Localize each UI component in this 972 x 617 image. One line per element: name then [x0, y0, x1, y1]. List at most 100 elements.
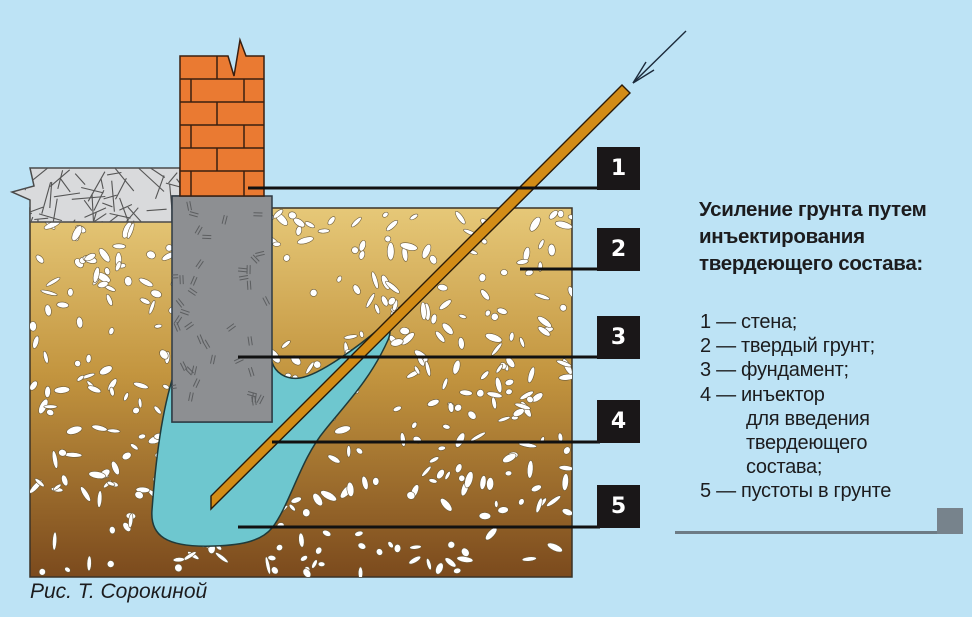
pebble — [435, 330, 446, 343]
pebble — [327, 454, 341, 464]
pebble — [495, 376, 503, 394]
pebble — [406, 491, 416, 500]
pebble — [558, 465, 572, 471]
foundation-hatch — [212, 355, 216, 365]
pebble — [42, 350, 49, 364]
pebble — [558, 373, 572, 381]
slab-hatch — [150, 168, 166, 178]
pebble — [30, 321, 37, 332]
pebble — [480, 370, 490, 380]
pebble — [271, 566, 279, 575]
pebble — [132, 407, 140, 414]
pebble — [537, 316, 552, 328]
pebble — [531, 484, 542, 493]
pebble — [386, 220, 398, 232]
pebble — [109, 386, 115, 397]
foundation-hatch — [251, 392, 254, 402]
foundation-hatch — [189, 287, 198, 294]
pebble — [276, 544, 283, 552]
legend-item-injector-cont: для введения — [746, 407, 870, 430]
pebble — [561, 473, 569, 491]
pebble — [547, 542, 563, 553]
pebble — [334, 425, 351, 435]
slab-hatch — [28, 206, 44, 213]
pebble — [428, 478, 438, 484]
pebble — [346, 445, 352, 458]
pebble — [272, 241, 282, 247]
pebble — [547, 243, 556, 257]
foundation-hatch — [173, 315, 180, 324]
legend-item-wall: 1 — стена; — [700, 311, 798, 333]
pebble — [317, 228, 330, 234]
foundation-hatch — [195, 379, 201, 389]
pebble — [494, 500, 499, 508]
foundation-hatch — [256, 394, 262, 403]
pebble — [121, 451, 132, 461]
pebble — [538, 239, 545, 250]
pebble — [437, 445, 446, 451]
pebble — [505, 388, 513, 395]
solid-soil-layer — [29, 207, 573, 578]
pebble — [111, 460, 120, 476]
foundation-hatch — [192, 277, 198, 286]
pebble — [516, 259, 529, 265]
pebble — [86, 555, 92, 572]
pebble — [457, 337, 465, 350]
pebble — [343, 334, 358, 340]
pebble — [76, 316, 84, 329]
pebble — [108, 327, 115, 336]
pebble — [478, 512, 492, 520]
slab-hatch — [101, 214, 119, 222]
pebble — [490, 312, 499, 321]
foundation-hatch — [238, 275, 248, 278]
pebble — [354, 530, 364, 537]
foundation-hatch — [204, 339, 211, 348]
pebble — [411, 421, 418, 429]
foundation-hatch — [188, 214, 198, 218]
foundation-hatch — [195, 259, 202, 268]
pebble — [154, 323, 163, 329]
pebble — [281, 340, 291, 349]
slab-hatch — [14, 168, 23, 172]
pebble — [408, 555, 422, 565]
foundation-hatch — [186, 201, 190, 211]
slab-hatch — [14, 174, 24, 183]
pebble — [43, 404, 58, 409]
slab-hatch — [29, 168, 48, 183]
pebble — [320, 490, 337, 502]
pebble — [500, 269, 508, 276]
foundation-hatch — [191, 392, 194, 402]
pebble — [430, 313, 438, 325]
slab-hatch — [91, 193, 95, 222]
pebble — [64, 566, 71, 573]
pebble — [58, 449, 67, 457]
pebble — [30, 380, 38, 391]
pebble — [458, 314, 467, 319]
foundation-hatch — [249, 280, 252, 290]
foundation-hatch — [196, 335, 202, 345]
pebble — [442, 424, 451, 430]
foundation-hatch — [189, 201, 192, 211]
pebble — [435, 562, 444, 575]
pebble — [559, 304, 567, 312]
pebble — [537, 326, 551, 337]
foundation-hatch — [175, 299, 183, 308]
foundation-hatch — [173, 323, 178, 332]
pebble — [371, 271, 379, 289]
pebble — [546, 495, 561, 507]
pebble — [526, 460, 534, 479]
pebble — [464, 471, 474, 489]
pebble — [372, 477, 380, 486]
pebble — [128, 513, 134, 529]
pebble — [288, 503, 296, 512]
slab-hatch — [59, 177, 71, 193]
slab-hatch — [176, 178, 180, 196]
pebble — [399, 242, 418, 251]
pebble — [288, 211, 297, 220]
pebble — [361, 475, 369, 490]
slab-hatch — [107, 171, 122, 176]
pebble — [359, 330, 365, 338]
foundation — [171, 195, 273, 423]
slab-hatch — [102, 202, 113, 208]
foundation-hatch — [250, 256, 258, 264]
